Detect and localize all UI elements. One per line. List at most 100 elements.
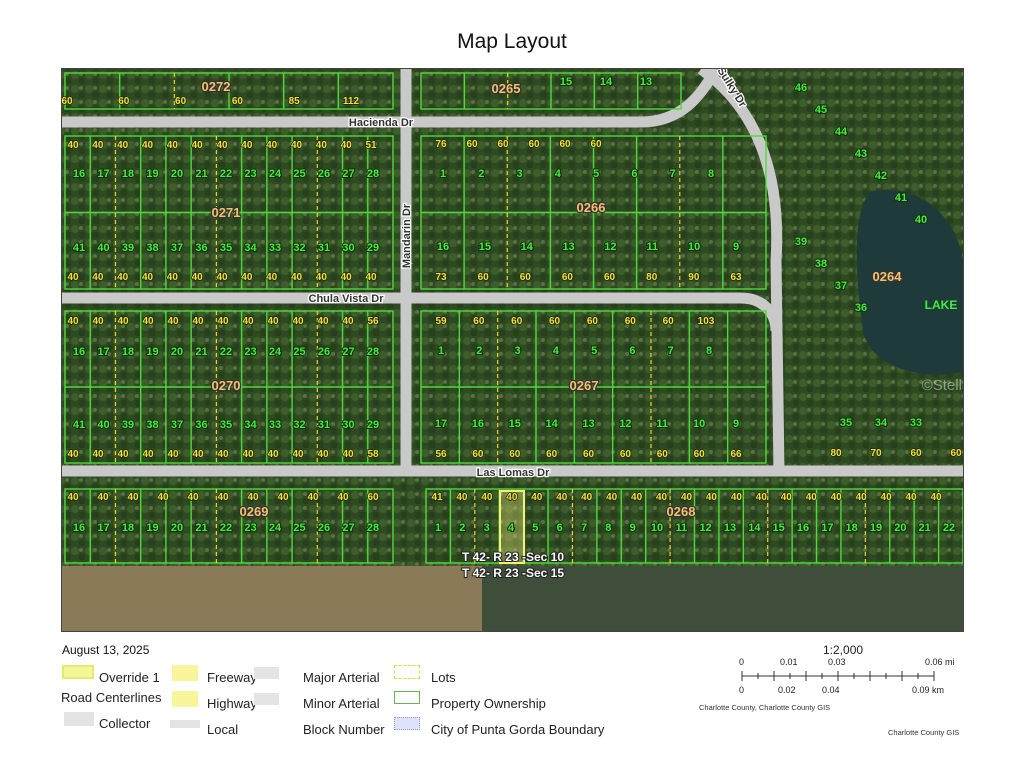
corner-credit: Charlotte County GIS (888, 728, 960, 737)
frontage-dimension: 40 (216, 140, 228, 151)
highway-swatch (172, 691, 198, 707)
block-number-0266: 0266 (577, 200, 606, 215)
frontage-dimension: 40 (307, 492, 319, 503)
lot-number: 26 (318, 168, 330, 180)
section-10-label: T 42- R 23 -Sec 10 (462, 550, 564, 564)
frontage-dimension: 51 (365, 140, 377, 151)
lot-number: 42 (875, 170, 887, 182)
frontage-dimension: 60 (118, 96, 130, 107)
lot-number: 27 (342, 168, 354, 180)
legend-lots: Lots (431, 670, 456, 685)
frontage-dimension: 40 (92, 272, 104, 283)
lot-number: 10 (651, 522, 663, 534)
frontage-dimension: 40 (67, 449, 79, 460)
lot-number: 15 (479, 241, 491, 253)
frontage-dimension: 70 (870, 448, 882, 459)
frontage-dimension: 40 (97, 492, 109, 503)
lot-number: 8 (708, 168, 714, 180)
block-number-0265: 0265 (492, 81, 521, 96)
lot-number: 34 (244, 419, 257, 431)
major-arterial-swatch (254, 667, 279, 679)
lot-lines (114, 73, 866, 563)
frontage-dimension: 40 (167, 449, 179, 460)
lot-number: 25 (293, 346, 305, 358)
frontage-dimension: 40 (606, 492, 618, 503)
frontage-dimension: 40 (142, 140, 154, 151)
lot-number: 41 (895, 192, 907, 204)
frontage-dimension: 40 (731, 492, 743, 503)
lot-number: 24 (269, 168, 282, 180)
frontage-dimension: 40 (706, 492, 718, 503)
legend-city-boundary: City of Punta Gorda Boundary (431, 722, 605, 737)
lot-number: 16 (797, 522, 809, 534)
frontage-dimension: 60 (694, 449, 706, 460)
frontage-dimension: 40 (142, 316, 154, 327)
frontage-dimension: 85 (289, 96, 301, 107)
lot-number: 38 (146, 242, 158, 254)
lot-number: 4 (508, 522, 515, 534)
subject-parcel-highlight (499, 490, 525, 564)
frontage-dimension: 60 (175, 96, 187, 107)
lot-number: 11 (646, 241, 658, 253)
frontage-dimension: 40 (247, 492, 259, 503)
lot-number: 22 (220, 522, 232, 534)
lot-number: 6 (631, 168, 637, 180)
lot-number: 3 (484, 522, 490, 534)
frontage-dimension: 60 (559, 139, 571, 150)
lot-number: 13 (640, 76, 652, 88)
lot-number: 41 (73, 419, 85, 431)
lot-number: 9 (733, 418, 739, 430)
frontage-dimension: 40 (167, 140, 179, 151)
frontage-dimension: 40 (241, 140, 253, 151)
frontage-dimension: 60 (583, 449, 595, 460)
scale-mi-1: 0.01 (780, 657, 798, 667)
lot-number: 44 (835, 126, 848, 138)
frontage-dimension: 40 (781, 492, 793, 503)
frontage-dimension: 40 (316, 140, 328, 151)
frontage-dimension: 60 (473, 316, 485, 327)
lot-number: 34 (244, 242, 257, 254)
lot-number: 12 (619, 418, 631, 430)
lot-number: 12 (604, 241, 616, 253)
frontage-dimension: 56 (367, 316, 379, 327)
lot-number: 39 (122, 419, 134, 431)
lot-number: 25 (293, 168, 305, 180)
frontage-dimension: 40 (881, 492, 893, 503)
map-title: Map Layout (457, 30, 567, 53)
frontage-dimension: 40 (67, 492, 79, 503)
lot-number: 17 (97, 168, 109, 180)
frontage-dimension: 40 (316, 272, 328, 283)
lot-number: 33 (269, 419, 281, 431)
lot-number: 17 (97, 522, 109, 534)
local-swatch (170, 720, 200, 728)
block-number-0268: 0268 (667, 504, 696, 519)
lot-number: 20 (171, 522, 183, 534)
frontage-dimension: 40 (292, 449, 304, 460)
lot-number: 19 (146, 168, 158, 180)
lot-number: 35 (840, 417, 852, 429)
lot-number: 3 (515, 345, 521, 357)
lot-number: 20 (171, 346, 183, 358)
frontage-dimension: 40 (806, 492, 818, 503)
lot-number: 41 (73, 242, 85, 254)
frontage-dimension: 40 (242, 449, 254, 460)
frontage-dimension: 60 (549, 316, 561, 327)
lot-number: 13 (724, 522, 736, 534)
lot-number: 32 (293, 419, 305, 431)
lot-number: 27 (342, 346, 354, 358)
frontage-dimension: 60 (604, 272, 616, 283)
lot-number: 11 (656, 418, 668, 430)
scale-mi-0: 0 (739, 657, 745, 667)
lot-number: 9 (630, 522, 636, 534)
scale-km-2: 0.04 (822, 685, 840, 695)
frontage-dimension: 60 (509, 449, 521, 460)
lot-number: 24 (269, 522, 282, 534)
frontage-dimension: 60 (625, 316, 637, 327)
lot-number: 29 (367, 242, 379, 254)
frontage-dimension: 40 (317, 449, 329, 460)
scale-km-3: 0.09 km (912, 685, 945, 695)
frontage-dimension: 40 (92, 449, 104, 460)
lot-number: 11 (676, 522, 688, 534)
